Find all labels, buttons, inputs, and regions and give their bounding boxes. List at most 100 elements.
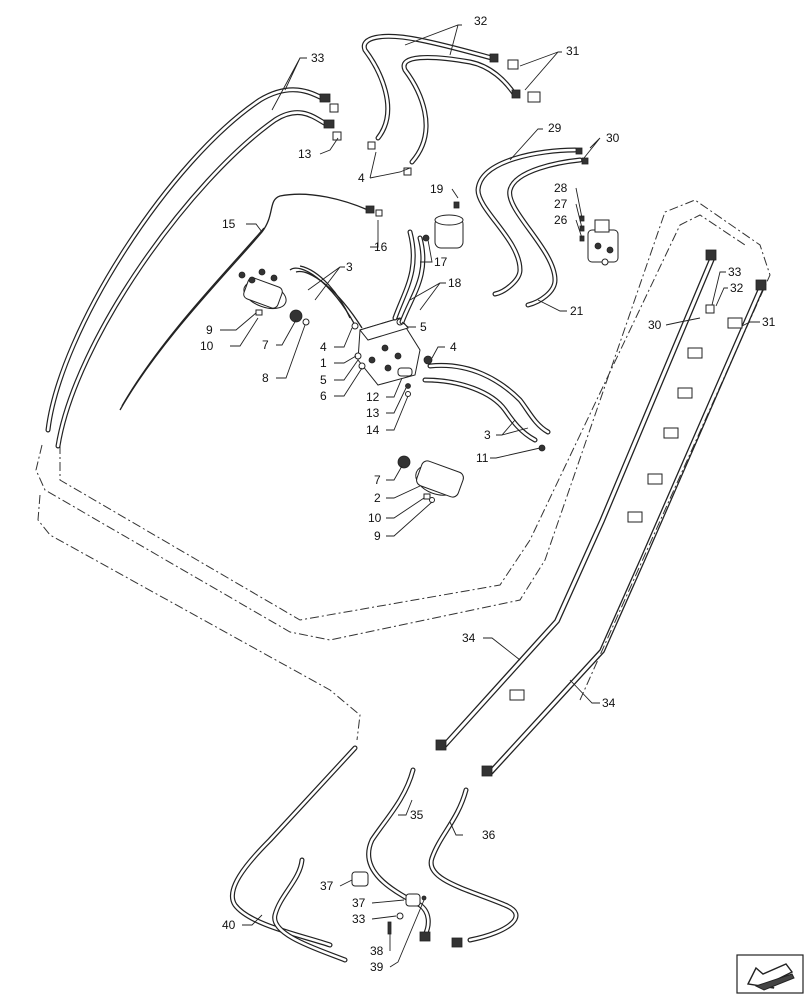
pipe-30-fitting [705, 249, 717, 261]
hose-3-upper-pair [289, 265, 363, 329]
hose-3-lower-pair [422, 355, 551, 452]
boundary-outline-inner [37, 494, 361, 741]
hose-18-pair [392, 229, 426, 325]
fitting-4-top-a [367, 141, 376, 150]
callout-37-a: 37 [320, 879, 334, 893]
boundary-outline-side [59, 214, 746, 621]
callout-34-right: 34 [602, 696, 616, 710]
hose-40 [229, 745, 358, 963]
fitting-4-block [351, 322, 359, 330]
callout-3-lower: 3 [484, 428, 491, 442]
callout-7-upper: 7 [262, 338, 269, 352]
callout-8: 8 [262, 371, 269, 385]
pipe-34-fitting-b [481, 765, 493, 777]
callout-4-right: 4 [450, 340, 457, 354]
callout-16: 16 [374, 240, 388, 254]
callout-38: 38 [370, 944, 384, 958]
callout-17: 17 [434, 255, 448, 269]
callout-7-lower: 7 [374, 473, 381, 487]
fitting-13 [405, 383, 411, 389]
clamp-32 [727, 317, 743, 329]
callout-14: 14 [366, 423, 380, 437]
callout-25: 29 [548, 121, 562, 135]
hose-36-fitting [451, 937, 463, 948]
callout-33-upper: 33 [728, 265, 742, 279]
callout-34-left: 34 [462, 631, 476, 645]
hose-28-fitting-a [489, 53, 499, 63]
callout-31: 31 [762, 315, 776, 329]
callout-24: 28 [554, 181, 568, 195]
callout-5-right: 5 [420, 320, 427, 334]
motor-2-assembly [397, 455, 464, 503]
fitting-19 [453, 201, 460, 209]
callout-37-b: 37 [352, 896, 366, 910]
pipe-31-fitting [755, 279, 767, 291]
callout-11: 11 [476, 451, 489, 465]
callout-13: 13 [366, 406, 380, 420]
callout-21: 21 [570, 304, 584, 318]
fitting-33-lower [396, 912, 404, 920]
callout-4-left: 4 [320, 340, 327, 354]
pipe-34-fitting-a [435, 739, 447, 751]
fitting-8 [302, 318, 310, 326]
hose-35-fitting [419, 931, 431, 942]
bolt-38 [387, 921, 392, 935]
callout-40: 40 [222, 918, 236, 932]
hose-29-pair [45, 87, 342, 449]
callout-10-upper: 10 [200, 339, 214, 353]
leader-lines [220, 24, 760, 968]
fitting-4-top-b [403, 167, 412, 176]
callout-39: 39 [370, 960, 384, 974]
callout-22: 26 [554, 213, 568, 227]
fitting-14 [405, 391, 411, 397]
callout-3-upper: 3 [346, 260, 353, 274]
fitting-9-lower [429, 497, 435, 503]
valve-block [351, 317, 421, 397]
bracket-12 [397, 367, 413, 377]
callout-32: 32 [730, 281, 744, 295]
fitting-5-block-a [354, 352, 362, 360]
callout-20: 13 [298, 147, 312, 161]
clamp-37-a [351, 871, 369, 887]
fitting-27-b [527, 91, 541, 103]
fitting-4-lower [423, 355, 433, 365]
pipe-clamps [509, 304, 743, 701]
motor-17-assembly [422, 201, 464, 249]
callout-19: 19 [430, 182, 444, 196]
callout-5-left: 5 [320, 373, 327, 387]
callout-6: 6 [320, 389, 327, 403]
washer-10-upper [255, 309, 263, 316]
callout-2: 2 [374, 491, 381, 505]
next-page-button[interactable] [736, 954, 804, 994]
next-page-arrow-icon [736, 954, 804, 994]
callout-27: 31 [566, 44, 580, 58]
clamp-37-b [405, 893, 421, 907]
boundary-outline-outer [35, 199, 771, 701]
callout-18: 18 [448, 276, 462, 290]
fitting-27-a [507, 59, 519, 70]
clamp-33-upper [705, 304, 715, 314]
callout-26: 30 [606, 131, 620, 145]
callout-10-lower: 10 [368, 511, 382, 525]
boundary-outlines [35, 199, 771, 741]
callout-23: 27 [554, 197, 568, 211]
hose-15 [119, 193, 383, 411]
callout-29: 33 [311, 51, 325, 65]
callout-9-upper: 9 [206, 323, 213, 337]
pipe-30-31-34 [435, 249, 767, 777]
clamps-37-38-39 [351, 871, 427, 935]
valve-22-assembly [579, 215, 619, 266]
hose-28-fitting-b [511, 89, 521, 99]
callout-35: 35 [410, 808, 424, 822]
fitting-23 [579, 225, 585, 232]
fitting-20-a [329, 103, 339, 113]
fitting-26-a [575, 147, 583, 155]
callout-9-lower: 9 [374, 529, 381, 543]
callout-12: 12 [366, 390, 380, 404]
seal-7-upper [289, 309, 303, 323]
hose-35-36 [366, 767, 519, 948]
fitting-6 [358, 362, 366, 370]
callout-28: 32 [474, 14, 488, 28]
callout-15: 15 [222, 217, 236, 231]
